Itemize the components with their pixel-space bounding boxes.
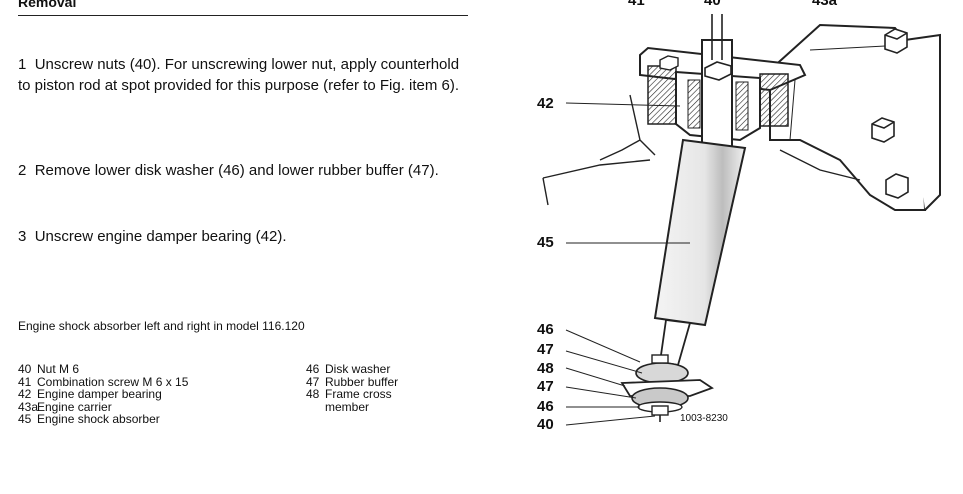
carrier-bolt: [885, 173, 909, 199]
callout-46-bottom: 46: [537, 398, 554, 415]
legend-right: 46 Disk washer 47 Rubber buffer 48 Frame cr…: [306, 363, 399, 413]
callout-40-top: 40: [704, 0, 721, 9]
legend-label: Engine shock absorber: [37, 412, 160, 426]
step-number: 2: [18, 162, 27, 179]
section-heading: Removal: [18, 0, 77, 10]
lower-nut: [651, 405, 669, 416]
frame-outline: [779, 149, 861, 181]
figure-caption: Engine shock absorber left and right in …: [18, 319, 305, 333]
legend-label: Combination screw M 6 x 15: [37, 374, 189, 389]
carrier-edge-line: [789, 79, 796, 141]
callout-43a: 43a: [812, 0, 838, 9]
heading-rule: [18, 15, 468, 16]
callout-48: 48: [537, 360, 554, 377]
legend-label: Disk washer: [325, 362, 391, 376]
leader-lines: [565, 102, 690, 426]
shock-absorber-body: [653, 138, 747, 327]
callout-46-top: 46: [537, 321, 554, 338]
frame-outline: [542, 159, 651, 179]
legend-item: 47 Rubber buffer: [306, 374, 399, 389]
shock-absorber-illustration: [542, 14, 941, 426]
rubber-insert: [687, 79, 701, 129]
step-3: 3 Unscrew engine damper bearing (42).: [18, 226, 468, 247]
legend-item: 48 Frame cross member: [306, 388, 399, 413]
carrier-bolt: [871, 117, 895, 143]
legend-number: 43a: [18, 399, 39, 414]
engine-carrier-shape: [769, 23, 927, 211]
callout-47-bottom: 47: [537, 378, 554, 395]
legend-item: 40 Nut M 6: [18, 363, 188, 376]
legend-number: 46: [306, 362, 320, 376]
figure-reference: 1003-8230: [680, 413, 728, 424]
legend-left: 40 Nut M 6 41 Combination screw M 6 x 15 4…: [18, 363, 188, 426]
legend-item: 41 Combination screw M 6 x 15: [18, 374, 189, 389]
step-number: 3: [18, 228, 27, 245]
legend-number: 40: [18, 362, 32, 376]
callout-41: 41: [628, 0, 645, 9]
combination-screw: [659, 55, 679, 71]
frame-outline: [599, 139, 641, 161]
legend-label: Frame cross member: [325, 387, 392, 414]
step-text: Unscrew engine damper bearing (42).: [34, 228, 287, 245]
callout-47-top: 47: [537, 341, 554, 358]
legend-number: 48: [306, 387, 320, 401]
damper-bearing-right: [759, 73, 789, 127]
legend-label: Nut M 6: [37, 362, 80, 376]
rubber-insert: [735, 81, 749, 131]
step-number: 1: [18, 56, 27, 73]
legend-item: 46 Disk washer: [306, 363, 399, 376]
step-text: Unscrew nuts (40). For unscrewing lower …: [18, 56, 460, 94]
callout-45: 45: [537, 234, 554, 251]
legend-label: Engine damper bearing: [37, 387, 162, 401]
legend-item: 42 Engine damper bearing: [18, 388, 188, 401]
upper-nut: [651, 354, 669, 364]
legend-label: Rubber buffer: [325, 374, 399, 389]
callout-42: 42: [537, 95, 554, 112]
piston-rod-top: [701, 39, 733, 151]
step-1: 1 Unscrew nuts (40). For unscrewing lowe…: [18, 54, 468, 96]
legend-label: Engine carrier: [37, 399, 112, 414]
frame-outline: [542, 177, 549, 206]
legend-number: 42: [18, 387, 32, 401]
legend-item: 45 Engine shock absorber: [18, 413, 188, 426]
callout-40-bottom: 40: [537, 416, 554, 433]
damper-bearing-left: [647, 65, 677, 125]
step-text: Remove lower disk washer (46) and lower …: [34, 162, 439, 179]
step-2: 2 Remove lower disk washer (46) and lowe…: [18, 160, 468, 181]
carrier-bolt: [884, 28, 908, 54]
legend-number: 45: [18, 412, 32, 426]
top-nut: [704, 61, 732, 81]
legend-number: 47: [306, 374, 320, 389]
engine-carrier-plate: [904, 33, 941, 211]
legend-number: 41: [18, 374, 32, 389]
